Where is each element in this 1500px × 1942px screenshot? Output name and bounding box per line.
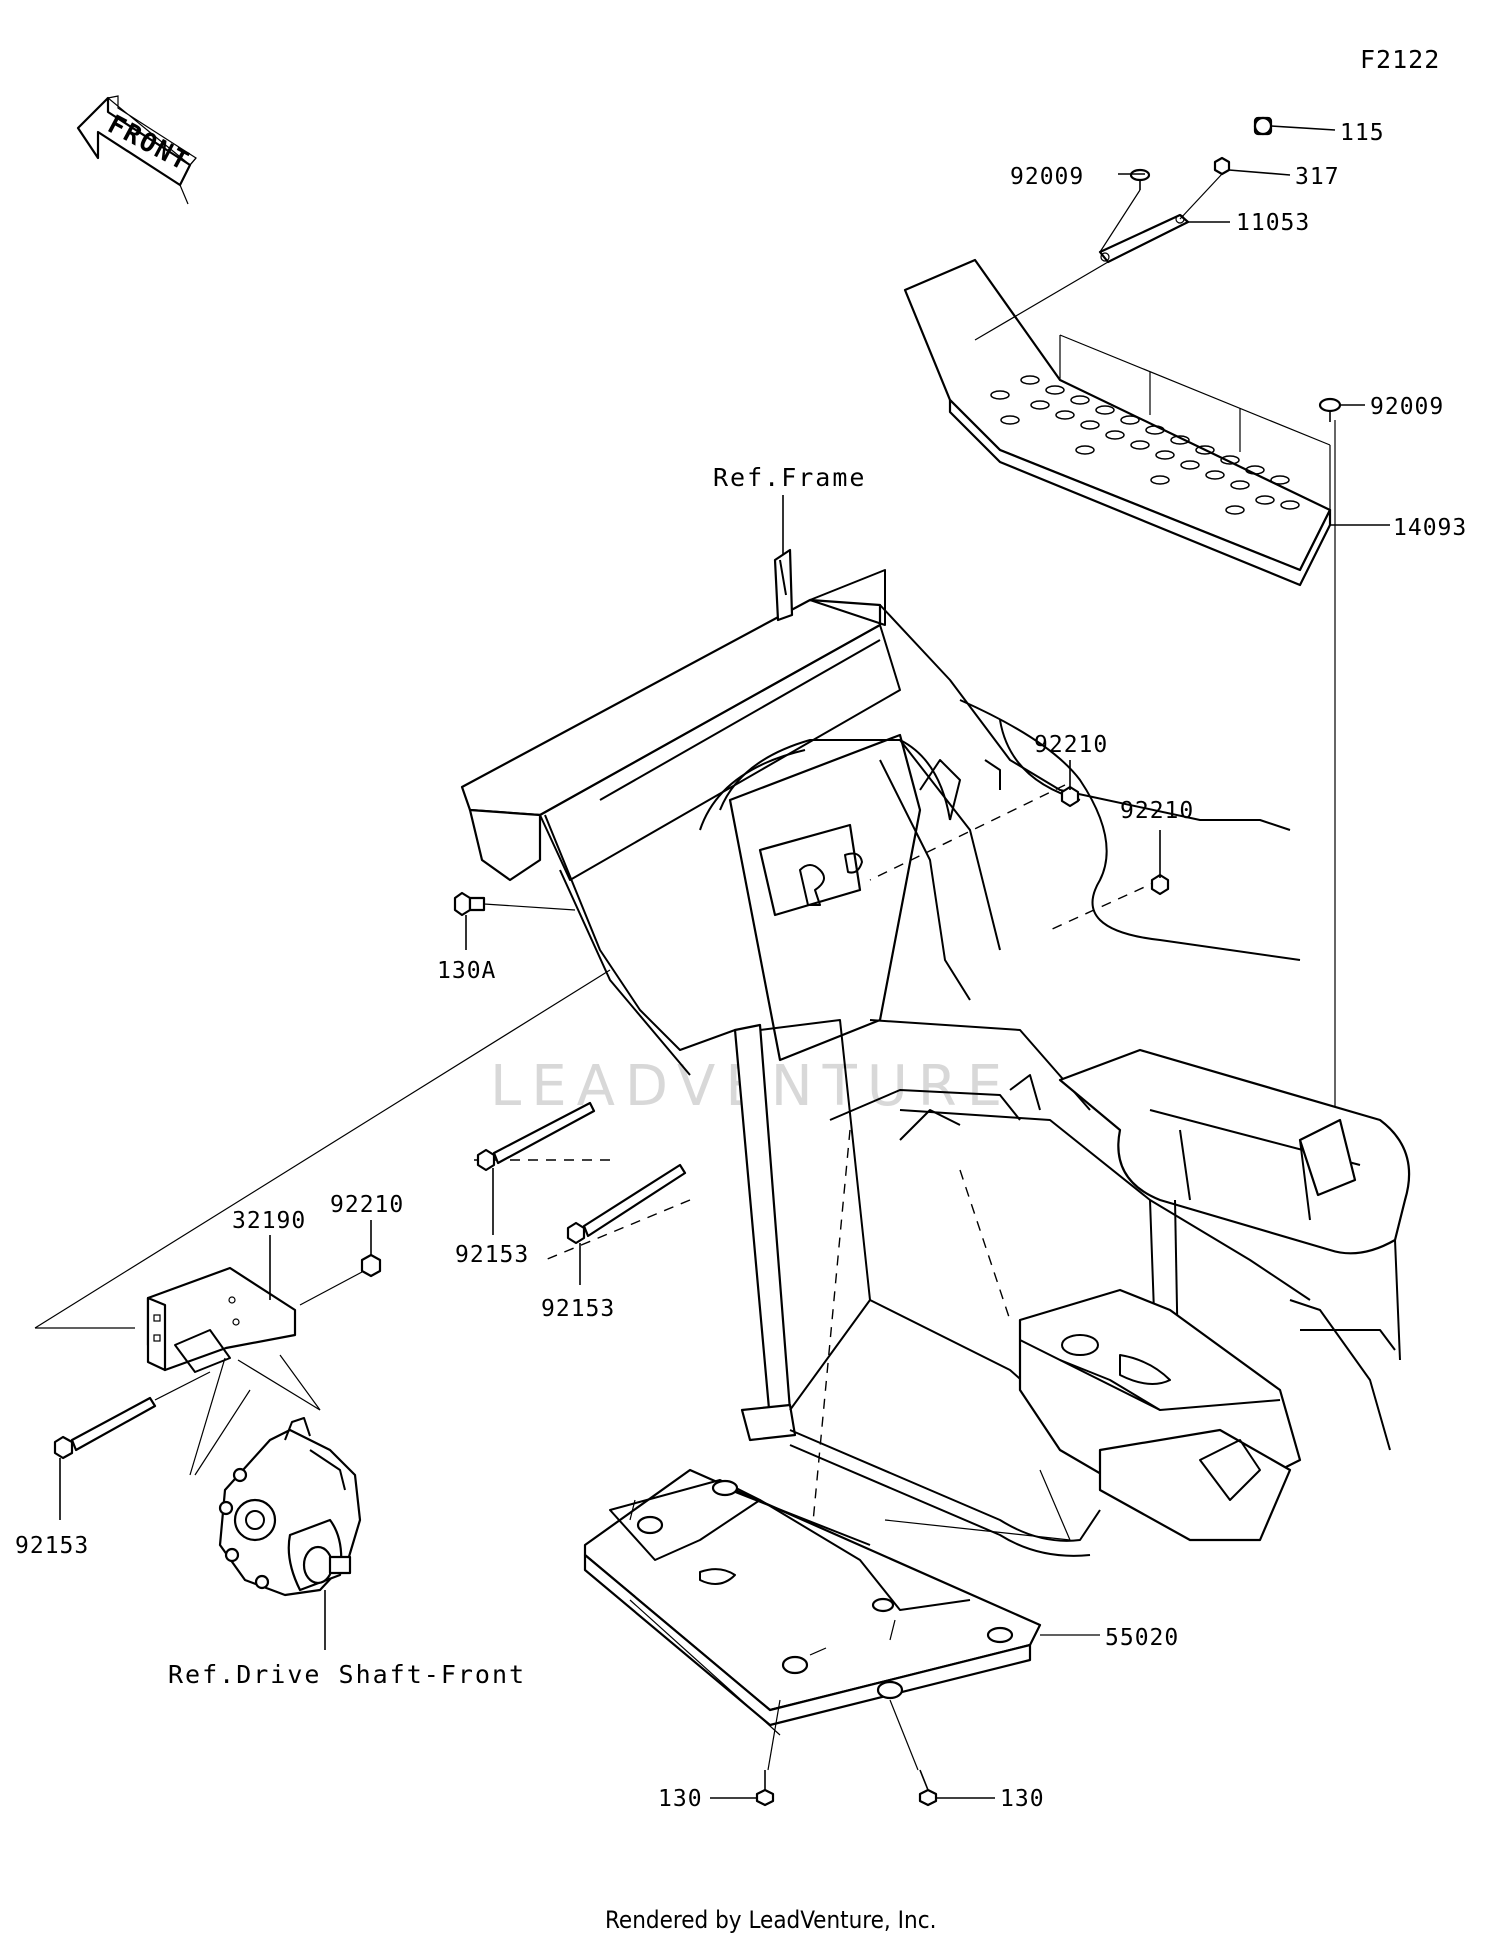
screw-92009-right-part [1318,397,1342,422]
callout-92210-c: 92210 [330,1192,404,1218]
callout-92009-right: 92009 [1370,394,1444,420]
nut-317-part [1213,156,1231,176]
ref-frame-label: Ref.Frame [713,463,866,492]
nut-92210-c-part [360,1253,382,1278]
bolt-130-right-part [918,1769,938,1807]
bolt-130-left-part [755,1770,775,1807]
callout-92009-top: 92009 [1010,164,1084,190]
bracket-11053-part [1098,213,1190,264]
callout-32190: 32190 [232,1208,306,1234]
bracket-32190-part [146,1266,297,1373]
main-frame-part [460,548,1411,1557]
callout-115: 115 [1340,120,1385,146]
bolt-115-part [1253,116,1273,136]
callout-130A: 130A [437,958,496,984]
callout-92153-c: 92153 [15,1533,89,1559]
bolt-92153-c-part [53,1396,157,1460]
callout-317: 317 [1295,164,1340,190]
callout-92210-a: 92210 [1034,732,1108,758]
skid-plate-part [583,1468,1042,1727]
bolt-92153-a-part [476,1101,596,1172]
figure-code: F2122 [1360,45,1440,74]
callout-55020: 55020 [1105,1625,1179,1651]
drive-shaft-housing-part [218,1417,362,1597]
callout-130-right: 130 [1000,1786,1045,1812]
footer-credit: Rendered by LeadVenture, Inc. [605,1906,936,1934]
bolt-130A-part [453,891,486,917]
callout-14093: 14093 [1393,515,1467,541]
front-arrow-icon: FRONT [76,95,197,205]
floor-board-part [903,258,1332,587]
callout-92210-b: 92210 [1120,798,1194,824]
ref-drive-shaft-label: Ref.Drive Shaft-Front [168,1660,526,1689]
callout-11053: 11053 [1236,210,1310,236]
screw-92009-top-part [1129,168,1151,190]
callout-92153-a: 92153 [455,1242,529,1268]
bolt-92153-b-part [566,1163,687,1245]
callout-130-left: 130 [658,1786,703,1812]
callout-92153-b: 92153 [541,1296,615,1322]
